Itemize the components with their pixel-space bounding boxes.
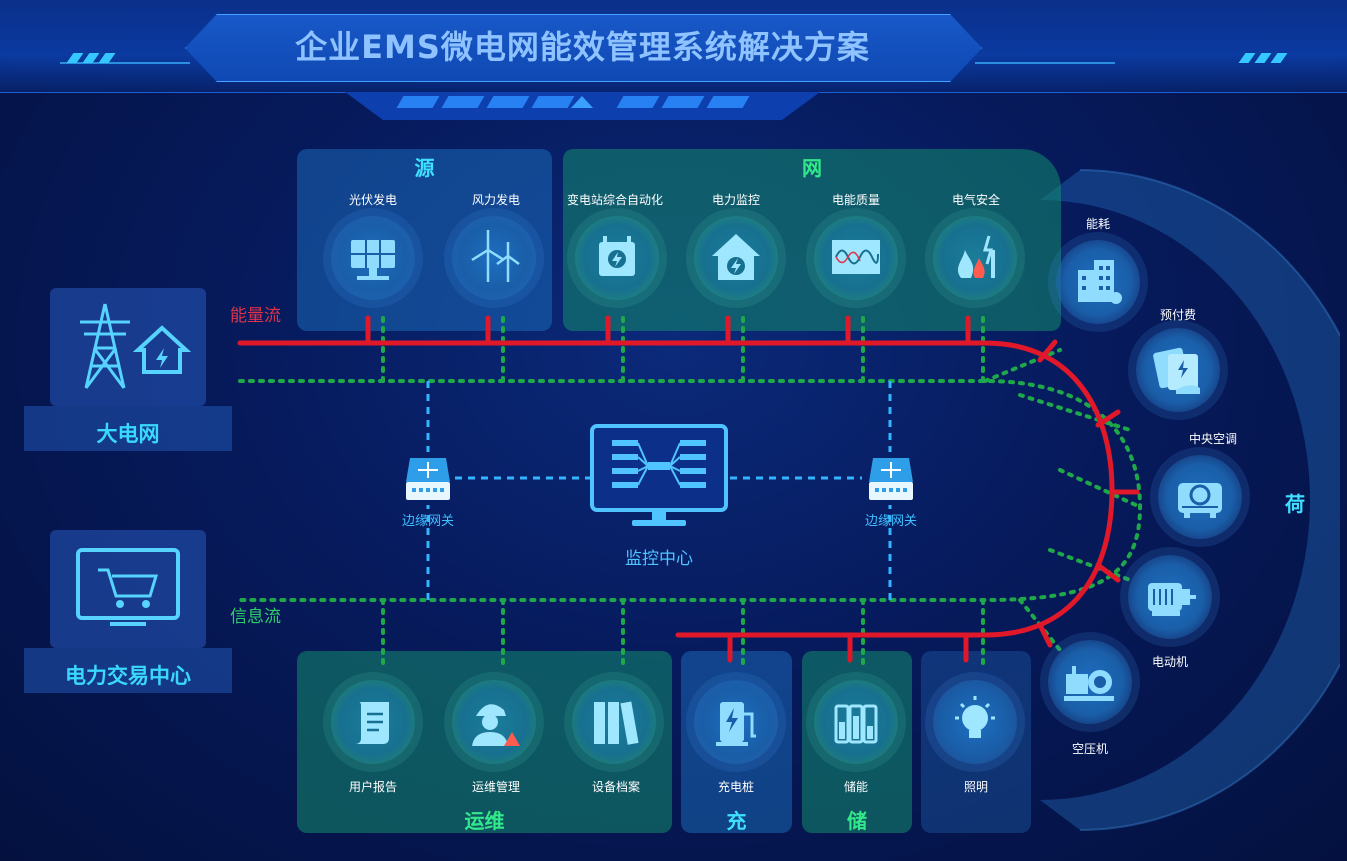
section-load-title: 荷 (1285, 492, 1305, 516)
edge-gateway-left[interactable] (402, 452, 454, 504)
node-label-equipment-archive: 设备档案 (591, 780, 640, 794)
power-house-icon (712, 234, 760, 280)
compressor-icon (1064, 666, 1114, 701)
node-user-report[interactable] (331, 680, 415, 764)
node-om-management[interactable] (452, 680, 536, 764)
section-grid-title: 网 (802, 156, 822, 180)
monitor-center[interactable] (588, 424, 730, 529)
page-title: 企业EMS微电网能效管理系统解决方案 (295, 28, 870, 66)
gateway-router-icon (869, 458, 913, 500)
node-label-charging-pile: 充电桩 (717, 780, 754, 794)
wind-turbine-icon (471, 230, 520, 282)
node-label-wind: 风力发电 (471, 193, 520, 207)
monitor-center-label: 监控中心 (625, 549, 693, 569)
node-motor[interactable] (1128, 555, 1212, 639)
buildings-icon (1078, 260, 1122, 304)
node-lighting[interactable] (933, 680, 1017, 764)
node-equipment-archive[interactable] (572, 680, 656, 764)
info-flow-label: 信息流 (230, 607, 281, 627)
node-label-power-monitor: 电力监控 (711, 193, 760, 207)
report-scroll-icon (355, 702, 389, 744)
section-charge-title: 充 (726, 809, 747, 833)
motor-icon (1148, 583, 1196, 616)
shopping-cart-monitor-icon (76, 548, 180, 626)
node-label-substation: 变电站综合自动化 (566, 193, 663, 207)
engineer-icon (472, 704, 520, 746)
header-left-line (60, 62, 190, 64)
title-triangle-icon (571, 96, 593, 108)
substation-icon (599, 236, 635, 276)
node-label-electrical-safety: 电气安全 (951, 193, 1000, 207)
node-label-compressor: 空压机 (1071, 742, 1108, 756)
node-label-om-management: 运维管理 (471, 780, 520, 794)
node-label-solar: 光伏发电 (348, 193, 397, 207)
main-grid-label: 大电网 (96, 422, 160, 446)
energy-flow-label: 能量流 (230, 306, 281, 326)
edge-gateway-right-label: 边缘网关 (864, 514, 917, 529)
section-ops-title: 运维 (464, 809, 505, 833)
charging-pile-icon (716, 702, 756, 746)
node-compressor[interactable] (1048, 640, 1132, 724)
main-grid-box[interactable] (50, 288, 206, 406)
solar-panel-icon (351, 240, 395, 280)
node-label-lighting: 照明 (963, 780, 988, 794)
fire-safety-icon (957, 235, 995, 278)
node-label-prepaid: 预付费 (1159, 308, 1196, 322)
monitor-center-icon (590, 424, 728, 526)
power-trade-plate (24, 648, 232, 693)
node-charging-pile[interactable] (694, 680, 778, 764)
node-label-motor: 电动机 (1151, 655, 1188, 669)
node-energy-storage[interactable] (814, 680, 898, 764)
load-arc-panel (1040, 169, 1340, 831)
main-grid-plate (24, 406, 232, 451)
node-label-central-ac: 中央空调 (1188, 432, 1237, 446)
gateway-router-icon (406, 458, 450, 500)
node-label-user-report: 用户报告 (348, 780, 397, 794)
transmission-tower-icon (80, 303, 192, 389)
node-solar[interactable] (331, 216, 415, 300)
binders-icon (594, 701, 639, 745)
title-plate (185, 14, 982, 82)
node-label-power-quality: 电能质量 (831, 193, 880, 207)
node-label-energy-use: 能耗 (1085, 217, 1110, 231)
edge-gateway-left-label: 边缘网关 (401, 514, 454, 529)
power-trade-label: 电力交易中心 (65, 664, 191, 688)
section-source-title: 源 (414, 156, 435, 180)
air-conditioner-icon (1178, 483, 1222, 518)
prepaid-card-icon (1153, 347, 1200, 394)
node-power-monitor[interactable] (694, 216, 778, 300)
edge-gateway-right[interactable] (865, 452, 917, 504)
light-bulb-icon (955, 696, 995, 738)
node-wind[interactable] (452, 216, 536, 300)
node-prepaid[interactable] (1136, 328, 1220, 412)
node-label-energy-storage: 储能 (843, 780, 868, 794)
node-electrical-safety[interactable] (933, 216, 1017, 300)
power-trade-box[interactable] (50, 530, 206, 648)
header-right-line (975, 62, 1115, 64)
node-power-quality[interactable] (814, 216, 898, 300)
node-substation[interactable] (575, 216, 659, 300)
node-energy-use[interactable] (1056, 240, 1140, 324)
node-central-ac[interactable] (1158, 455, 1242, 539)
waveform-icon (832, 240, 880, 274)
section-storage-title: 储 (847, 809, 867, 833)
battery-icon (834, 704, 878, 744)
